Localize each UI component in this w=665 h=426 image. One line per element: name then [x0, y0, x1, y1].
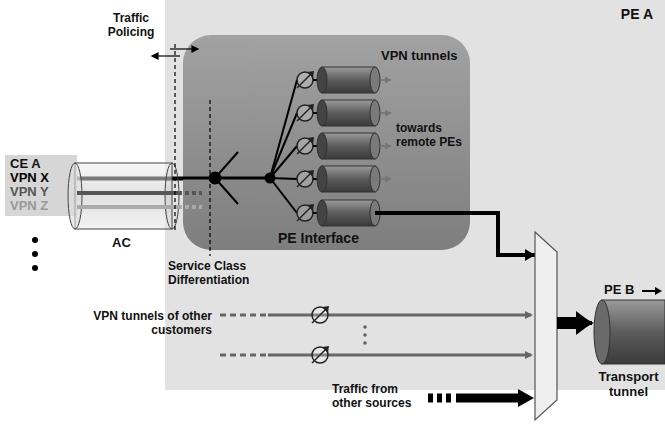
vpn-name: VPN Z	[10, 199, 48, 214]
other-traffic-arrow	[428, 389, 534, 407]
ce-box: CE AVPN XVPN YVPN Z	[5, 155, 77, 216]
ac-label: AC	[112, 236, 131, 251]
others-label: VPN tunnels of other customers	[88, 310, 212, 338]
box-title: PE Interface	[278, 230, 359, 246]
transport-tunnel: Transport tunnel	[592, 298, 665, 420]
tunnel-cylinder	[592, 298, 665, 366]
vpn-name: VPN Y	[10, 185, 49, 200]
policing-label: Traffic Policing	[92, 12, 170, 40]
direction-label: towards remote PEs	[396, 122, 474, 150]
more-ce-dots	[32, 237, 38, 271]
class-label: Service Class Differentiation	[168, 260, 288, 288]
region-title: PE A	[621, 6, 653, 22]
tunnels-label: VPN tunnels	[381, 49, 458, 64]
pe-b-label: PE B	[604, 283, 634, 298]
sources-label: Traffic from other sources	[332, 383, 424, 411]
vpn-name: VPN X	[10, 171, 49, 186]
tunnel-name: Transport tunnel	[592, 370, 665, 400]
box-title: CE A	[10, 157, 41, 172]
